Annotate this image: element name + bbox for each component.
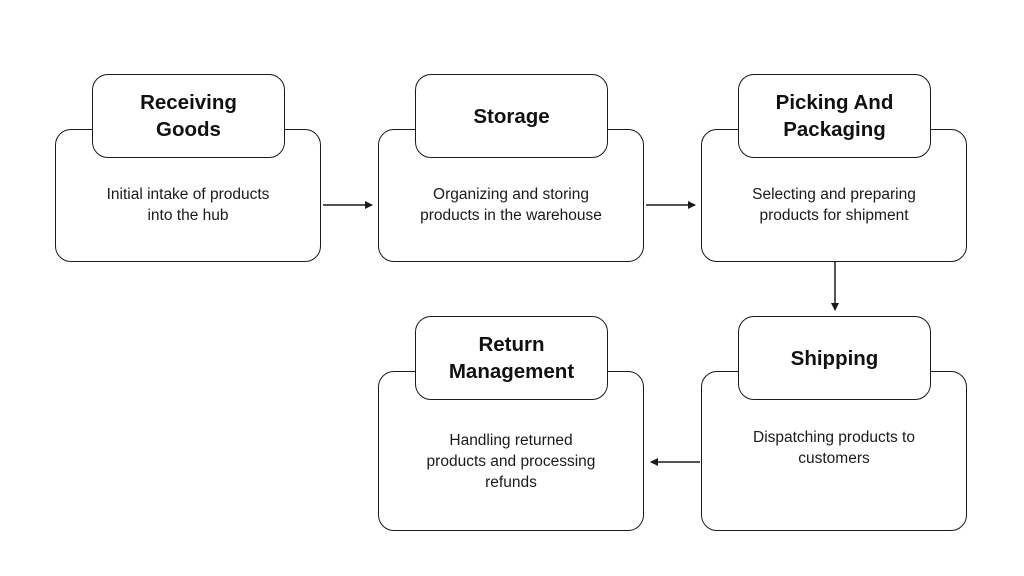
step-title-tab: Picking And Packaging <box>738 74 931 158</box>
step-description: Organizing and storing products in the w… <box>420 186 602 224</box>
step-title-tab: Receiving Goods <box>92 74 285 158</box>
step-description: Initial intake of products into the hub <box>106 186 270 224</box>
step-description: Handling returned products and processin… <box>426 432 596 491</box>
step-title: Picking And Packaging <box>775 91 894 141</box>
step-description: Selecting and preparing products for shi… <box>752 186 916 224</box>
step-title: Storage <box>473 104 550 128</box>
step-title: Receiving Goods <box>140 91 237 141</box>
step-return-management: Handling returned products and processin… <box>378 316 646 531</box>
step-title: Shipping <box>790 346 879 370</box>
step-picking-and-packaging: Selecting and preparing products for shi… <box>701 74 969 262</box>
step-title: Return Management <box>448 333 575 383</box>
step-shipping: Dispatching products to customers Shippi… <box>701 316 969 531</box>
step-title-tab: Return Management <box>415 316 608 400</box>
step-title-tab: Storage <box>415 74 608 158</box>
step-title-tab: Shipping <box>738 316 931 400</box>
step-storage: Organizing and storing products in the w… <box>378 74 646 262</box>
step-receiving-goods: Initial intake of products into the hub … <box>55 74 323 262</box>
step-description: Dispatching products to customers <box>753 429 915 467</box>
